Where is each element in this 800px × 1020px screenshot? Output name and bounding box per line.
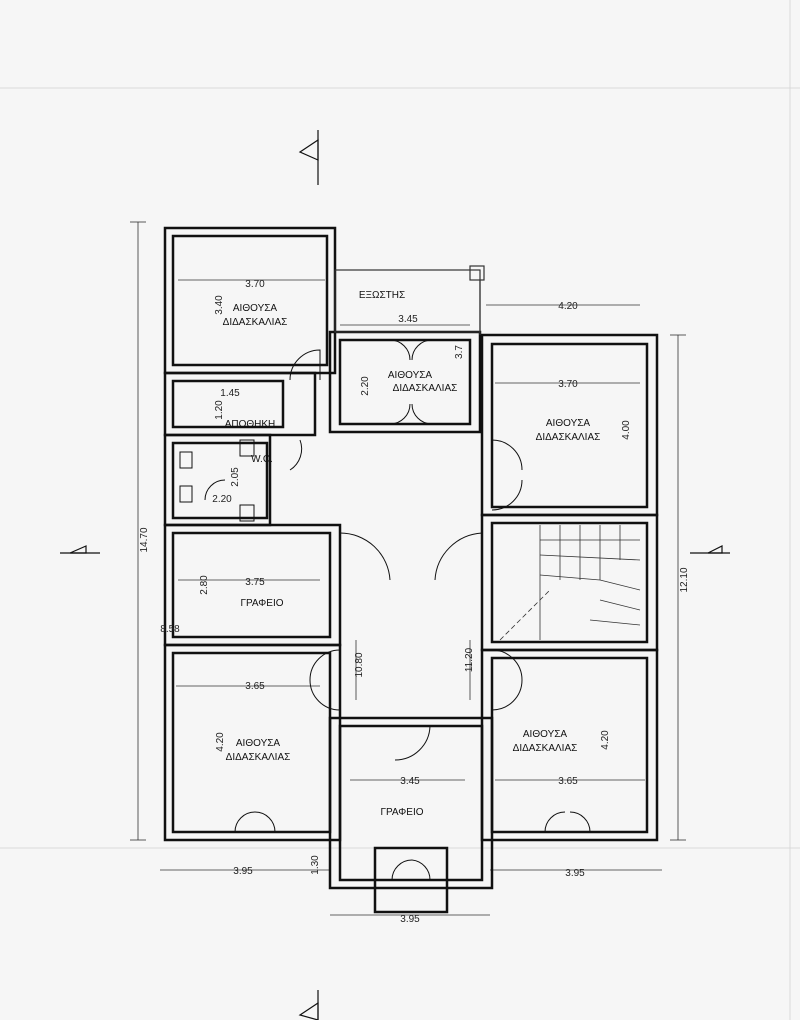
- dim-right-overall: 12.10: [679, 567, 690, 592]
- walls: [163, 226, 659, 914]
- room-label-classroom-bl-1: ΑΙΘΟΥΣΑ: [236, 738, 281, 749]
- dim-storage-height: 1.20: [214, 400, 225, 420]
- dimension-lines: [130, 221, 686, 916]
- room-label-wc: W.C.: [251, 454, 273, 465]
- dim-storage-width: 1.45: [220, 388, 240, 399]
- dim-tc-side: 3.7: [454, 345, 465, 359]
- dim-ru-height: 4.00: [621, 420, 632, 440]
- section-marker-right: [690, 545, 730, 554]
- section-marker-top: [298, 130, 319, 185]
- room-label-classroom-br-1: ΑΙΘΟΥΣΑ: [523, 729, 568, 740]
- room-label-classroom-ru-1: ΑΙΘΟΥΣΑ: [546, 418, 591, 429]
- dim-bottom-center: 3.95: [400, 914, 420, 925]
- dim-corridor-right: 11.20: [464, 647, 475, 672]
- room-label-classroom-tl-1: ΑΙΘΟΥΣΑ: [233, 303, 278, 314]
- room-label-storage: ΑΠΟΘΗΚΗ: [225, 419, 276, 430]
- dim-br-width: 3.65: [558, 776, 578, 787]
- dim-wc-width: 2.20: [212, 494, 232, 505]
- room-label-classroom-br-2: ΔΙΔΑΣΚΑΛΙΑΣ: [513, 743, 578, 754]
- room-label-classroom-tl-2: ΔΙΔΑΣΚΑΛΙΑΣ: [223, 317, 288, 328]
- dim-office-width: 3.75: [245, 577, 265, 588]
- dim-bottom-right: 3.95: [565, 868, 585, 879]
- section-marker-bottom: [298, 990, 319, 1020]
- dim-bl-width: 3.65: [245, 681, 265, 692]
- wc-fixtures: [179, 439, 255, 522]
- dim-left-small: 8.58: [160, 624, 180, 635]
- dim-tl-height: 3.40: [214, 295, 225, 315]
- dim-br-height: 4.20: [600, 730, 611, 750]
- veranda-outline: [334, 265, 485, 335]
- dim-tc-height: 2.20: [360, 376, 371, 396]
- dim-overall-height: 14.70: [139, 527, 150, 552]
- stair-treads: [499, 525, 641, 641]
- dim-porch-depth: 1.30: [310, 855, 321, 875]
- dim-veranda-width: 4.20: [558, 301, 578, 312]
- dim-corridor-left: 10.80: [354, 652, 365, 677]
- dim-bl-height: 4.20: [215, 732, 226, 752]
- room-label-veranda: ΕΞΩΣΤΗΣ: [359, 290, 405, 301]
- room-label-office-bottom: ΓΡΑΦΕΙΟ: [380, 807, 423, 818]
- room-label-office-left: ΓΡΑΦΕΙΟ: [240, 598, 283, 609]
- room-label-classroom-bl-2: ΔΙΔΑΣΚΑΛΙΑΣ: [226, 752, 291, 763]
- dim-ru-width: 3.70: [558, 379, 578, 390]
- room-label-classroom-tc-2: ΔΙΔΑΣΚΑΛΙΑΣ: [393, 383, 458, 394]
- dim-wc-height: 2.05: [230, 467, 241, 487]
- room-label-classroom-tc-1: ΑΙΘΟΥΣΑ: [388, 370, 433, 381]
- dim-office-height: 2.80: [199, 575, 210, 595]
- room-label-classroom-ru-2: ΔΙΔΑΣΚΑΛΙΑΣ: [536, 432, 601, 443]
- dim-bc-width: 3.45: [400, 776, 420, 787]
- dim-bottom-left: 3.95: [233, 866, 253, 877]
- section-marker-left: [60, 545, 100, 554]
- dim-tc-width: 3.45: [398, 314, 418, 325]
- door-swings: [204, 339, 591, 881]
- dim-tl-width: 3.70: [245, 279, 265, 290]
